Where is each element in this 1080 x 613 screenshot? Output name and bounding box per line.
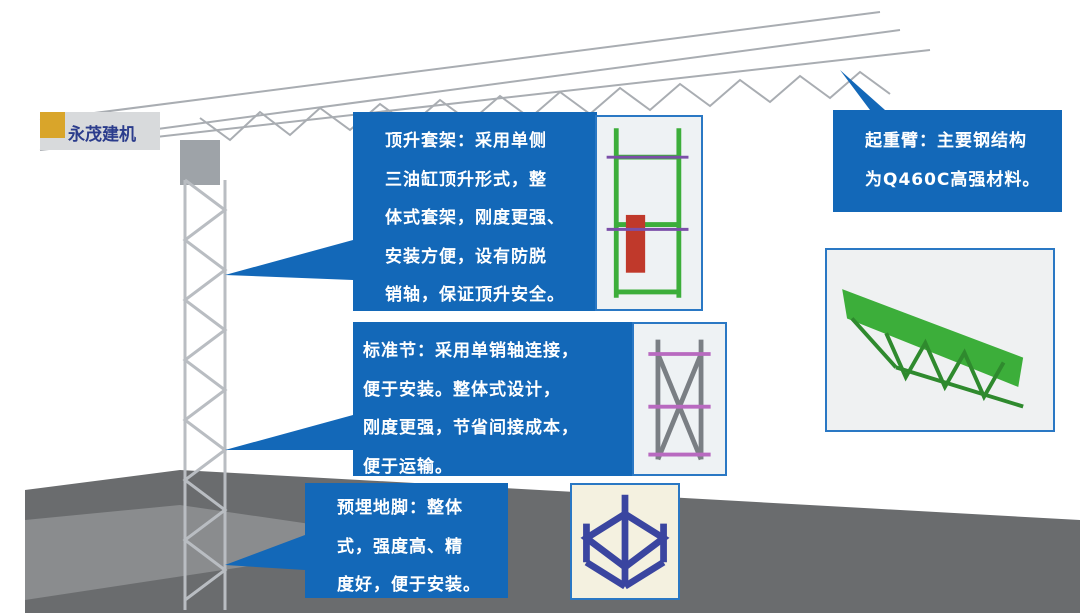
- crane-logo: 永茂建机: [67, 124, 136, 145]
- callout-line: 为Q460C高强材料。: [865, 169, 1041, 190]
- callout-line: 顶升套架：采用单侧: [385, 131, 547, 151]
- callout-jacking-frame: 顶升套架：采用单侧 三油缸顶升形式，整 体式套架，刚度更强、 安装方便，设有防脱…: [353, 112, 597, 311]
- jacking-frame-image: [595, 115, 703, 311]
- callout-line: 便于运输。: [363, 456, 453, 477]
- callout-line: 标准节：采用单销轴连接，: [363, 341, 579, 361]
- crane-tower: [182, 178, 228, 610]
- callout-line: 预埋地脚：整体: [337, 498, 463, 518]
- callout-embedded-base: 预埋地脚：整体 式，强度高、精 度好，便于安装。: [305, 483, 508, 598]
- crane-jib: [39, 11, 931, 151]
- callout-line: 体式套架，刚度更强、: [385, 208, 565, 228]
- callout-line: 便于安装。整体式设计，: [363, 379, 561, 400]
- callout-line: 式，强度高、精: [337, 536, 463, 557]
- callout-line: 起重臂：主要钢结构: [865, 131, 1027, 151]
- callout-jib: 起重臂：主要钢结构 为Q460C高强材料。: [833, 110, 1062, 212]
- embedded-base-image: [570, 483, 680, 600]
- callout-line: 度好，便于安装。: [337, 575, 481, 595]
- callout-standard-section: 标准节：采用单销轴连接， 便于安装。整体式设计， 刚度更强，节省间接成本， 便于…: [353, 322, 634, 477]
- ground: [25, 470, 1080, 613]
- callout-line: 销轴，保证顶升安全。: [385, 285, 565, 305]
- callout-line: 安装方便，设有防脱: [385, 246, 547, 267]
- jib-section-image: [825, 248, 1055, 432]
- callout-line: 三油缸顶升形式，整: [385, 169, 547, 190]
- callout-line: 刚度更强，节省间接成本，: [363, 418, 579, 438]
- standard-section-image: [632, 322, 727, 476]
